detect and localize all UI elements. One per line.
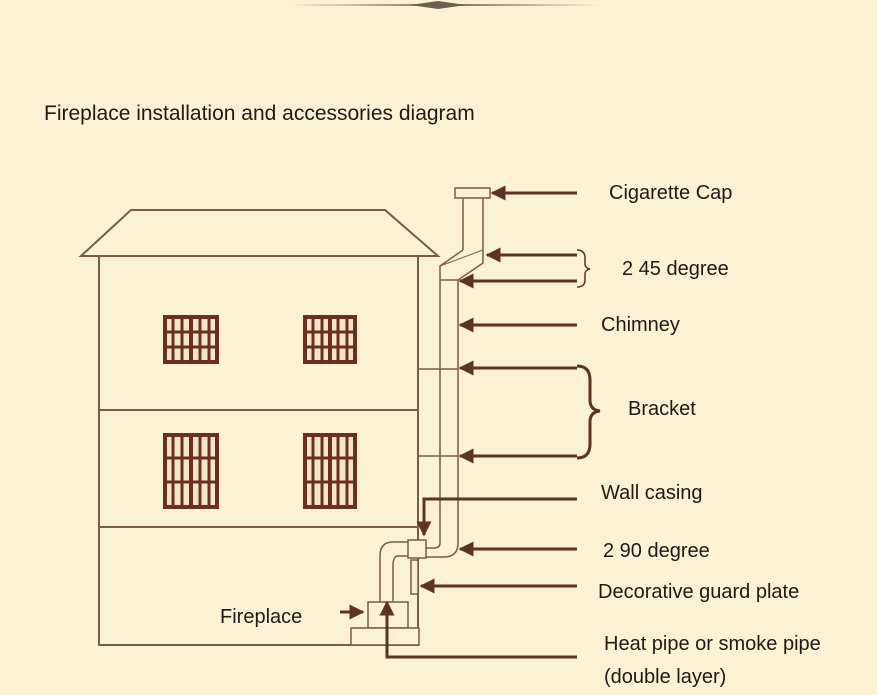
elbow90-label: 2 90 degree: [603, 540, 710, 562]
heat-pipe-sublabel: (double layer): [604, 666, 727, 688]
elbow45-brace: [576, 249, 591, 288]
elbow-90: [426, 542, 459, 558]
cigarette-cap: [454, 187, 491, 199]
guard-plate-label: Decorative guard plate: [598, 581, 800, 603]
fireplace-base: [350, 627, 420, 646]
chimney-label: Chimney: [601, 314, 680, 336]
wall-casing-label: Wall casing: [601, 482, 703, 504]
elbow45-label: 2 45 degree: [622, 258, 729, 280]
bracket-brace: [576, 364, 601, 460]
heat-pipe-label: Heat pipe or smoke pipe: [604, 633, 821, 655]
wall-casing: [407, 539, 427, 559]
guard-plate: [410, 559, 419, 595]
braces: [576, 249, 601, 460]
smoke-pipe-bend: [379, 541, 408, 602]
upper-floor: [98, 255, 419, 411]
callout-arrows: [340, 185, 577, 659]
bracket-label: Bracket: [628, 398, 696, 420]
chimney-system: [350, 187, 491, 646]
top-divider: [290, 1, 600, 9]
fireplace-label: Fireplace: [220, 606, 303, 628]
heat-pipe-arrow: [379, 600, 577, 659]
window: [163, 315, 219, 364]
roof: [78, 209, 441, 257]
middle-floor: [98, 409, 419, 528]
cigarette-cap-label: Cigarette Cap: [609, 182, 733, 204]
diagram-title: Fireplace installation and accessories d…: [44, 102, 475, 125]
window: [303, 315, 357, 364]
window: [163, 433, 219, 509]
house: [78, 209, 441, 646]
elbow-45: [439, 249, 484, 281]
wall-casing-arrow: [416, 497, 577, 537]
window: [303, 433, 357, 509]
